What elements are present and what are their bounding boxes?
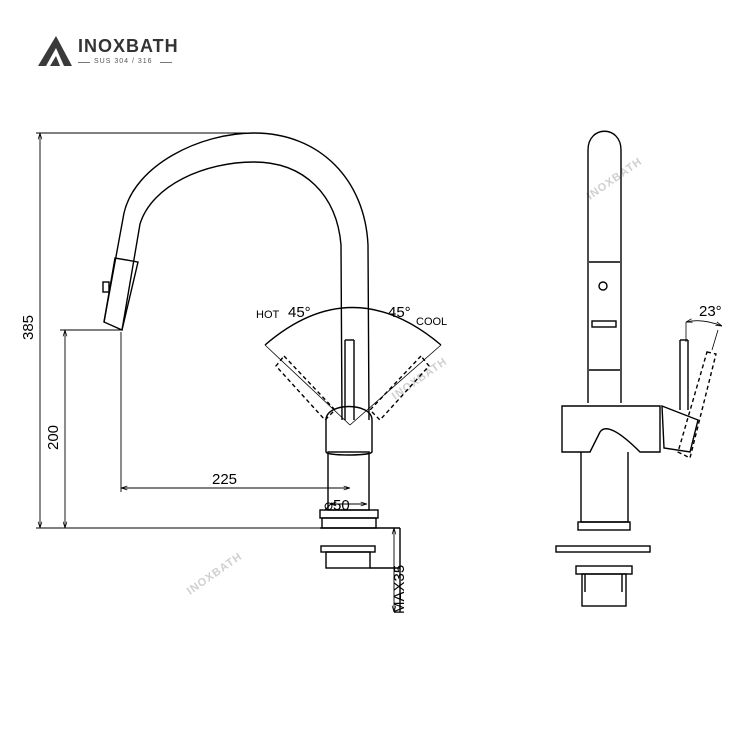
hot-label: HOT: [256, 309, 280, 321]
spout-inner-outline: [121, 161, 343, 421]
cool-label: COOL: [416, 316, 447, 328]
reach-label: 225: [212, 471, 237, 488]
base-diameter-label: ⌀50: [324, 497, 350, 514]
watermark-text: INOXBATH: [585, 156, 645, 203]
watermark-text: INOXBATH: [185, 551, 245, 598]
height-total-label: 385: [20, 315, 37, 340]
spout-outline: [103, 132, 370, 421]
brand-name: INOXBATH: [78, 36, 179, 56]
spray-button: [102, 281, 110, 293]
front-view: [102, 132, 442, 612]
spout-side: [587, 130, 622, 403]
height-spout-label: 200: [45, 425, 62, 450]
brand-tagline: SUS 304 / 316: [94, 58, 153, 65]
mixer-body: [325, 405, 373, 456]
aerator: [591, 320, 617, 328]
watermarks: INOXBATH INOXBATH INOXBATH: [185, 156, 645, 598]
cool-angle: 45°: [388, 304, 411, 321]
divider: [78, 62, 90, 63]
side-view: [555, 130, 722, 607]
max-deck-label: MAX35: [391, 565, 408, 614]
rotation-arc: [264, 306, 442, 346]
lever-tilt-position: [677, 351, 717, 460]
dimension-lines: [36, 132, 394, 612]
side-body: [561, 405, 661, 453]
spray-head: [103, 257, 139, 331]
side-angle-label: 23°: [699, 303, 722, 320]
inoxbath-logo-icon: [38, 36, 72, 66]
divider: [160, 62, 172, 63]
brand-logo: INOXBATH SUS 304 / 316: [36, 32, 196, 72]
hot-angle: 45°: [288, 304, 311, 321]
